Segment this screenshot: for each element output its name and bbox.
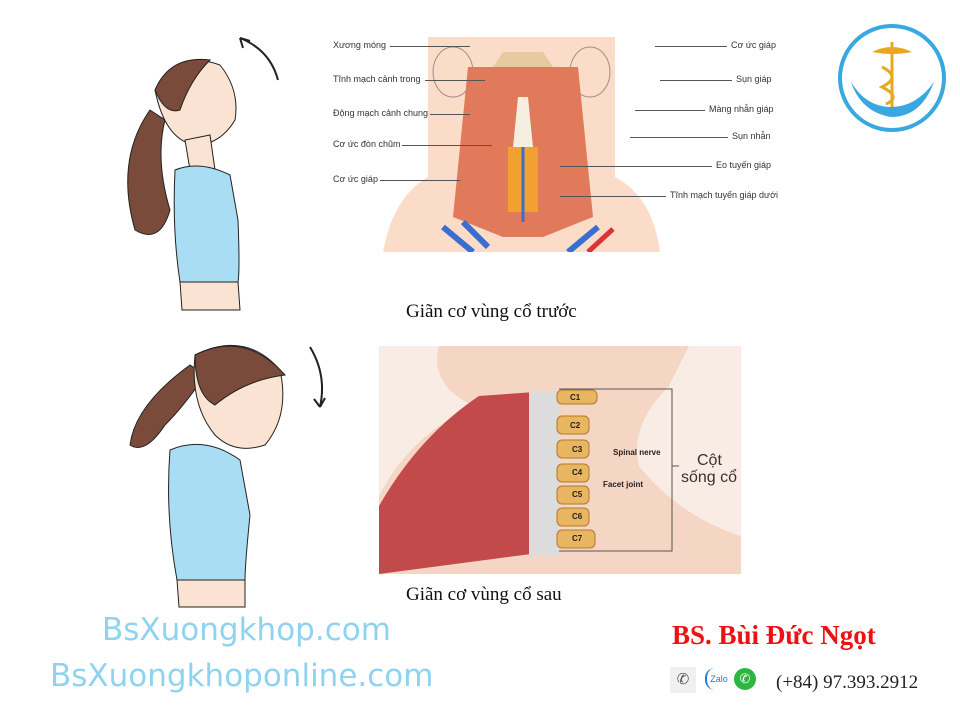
label-sun-giap: Sụn giáp [736, 74, 772, 84]
front-caption: Giãn cơ vùng cổ trước [406, 301, 577, 322]
zalo-icon[interactable]: Zalo [705, 668, 731, 690]
phone-icon[interactable]: ✆ [670, 667, 696, 693]
website-link-bsxuongkhop[interactable]: BsXuongkhop.com [102, 612, 391, 648]
vertebra-c5: C5 [572, 490, 583, 499]
label-mang-nhan-giap: Màng nhẫn giáp [709, 104, 774, 114]
leader-line [380, 180, 460, 181]
label-co-uc-giap-right: Cơ ức giáp [731, 40, 776, 50]
label-cot: Cột [697, 452, 722, 469]
phone-number: (+84) 97.393.2912 [776, 672, 919, 693]
label-spinal-nerve: Spinal nerve [613, 448, 661, 457]
leader-line [430, 114, 470, 115]
whatsapp-icon[interactable]: ✆ [734, 668, 756, 690]
leader-line [655, 46, 727, 47]
website-link-bsxuongkhoponline[interactable]: BsXuongkhoponline.com [50, 658, 434, 694]
leader-line [402, 145, 492, 146]
back-neck-spine-image [379, 346, 741, 574]
vertebra-c6: C6 [572, 512, 583, 521]
label-xuong-mong: Xương móng [333, 40, 386, 50]
leader-line [425, 80, 485, 81]
front-neck-anatomy-image [383, 37, 660, 252]
back-caption: Giãn cơ vùng cổ sau [406, 584, 562, 605]
leader-line [630, 137, 728, 138]
label-eo-tuyen-giap: Eo tuyến giáp [716, 160, 772, 170]
vertebra-c3: C3 [572, 445, 583, 454]
leader-line [560, 166, 712, 167]
label-co-uc-don-chum: Cơ ức đòn chũm [333, 139, 401, 149]
label-dong-mach-canh-chung: Động mạch cảnh chung [333, 108, 429, 118]
woman-neck-flexion-illustration [129, 344, 326, 608]
leader-line [390, 46, 470, 47]
vertebra-c2: C2 [570, 421, 581, 430]
label-tinh-mach-tuyen-giap-duoi: Tĩnh mạch tuyến giáp dưới [670, 190, 778, 200]
vertebra-c1: C1 [570, 393, 581, 402]
leader-line [635, 110, 705, 111]
doctor-name: BS. Bùi Đức Ngọt [672, 620, 876, 650]
label-tinh-mach-canh-trong: Tĩnh mạch cảnh trong [333, 74, 421, 84]
vertebra-c7: C7 [572, 534, 583, 543]
label-facet-joint: Facet joint [603, 480, 644, 489]
label-co-uc-giap-left: Cơ ức giáp [333, 174, 378, 184]
label-sun-nhan: Sụn nhẫn [732, 131, 771, 141]
label-song-co: sống cổ [681, 469, 738, 486]
woman-neck-extension-illustration [127, 37, 279, 311]
medical-caduceus-logo [838, 24, 946, 132]
leader-line [660, 80, 732, 81]
vertebra-c4: C4 [572, 468, 583, 477]
leader-line [560, 196, 666, 197]
